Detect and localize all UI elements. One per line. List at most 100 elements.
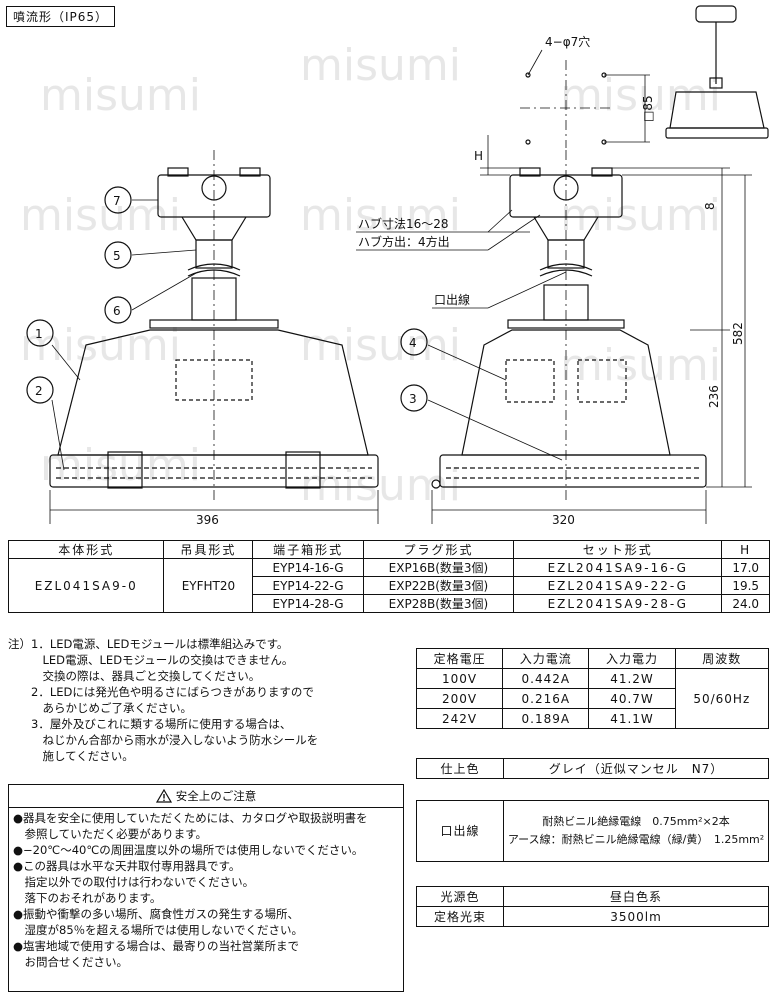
body-model: EZL041SA9-0 xyxy=(7,558,165,613)
note-line: 注）1．LED電源、LEDモジュールは標準組込みです。 xyxy=(8,637,289,651)
spec-header: 端子箱形式 xyxy=(252,540,364,559)
outlet-wire-line2: アース線：耐熱ビニル絶縁電線（緑/黄） 1.25mm² xyxy=(507,833,765,846)
table-row: EYP14-22-G EXP22B(数量3個) EZL2041SA9-22-G … xyxy=(9,576,770,595)
safety-line: ●この器具は水平な天井取付専用器具です。 xyxy=(13,859,241,873)
hanger-model: EYFHT20 xyxy=(163,558,254,613)
warning-icon xyxy=(155,789,172,803)
safety-line: 参照していただく必要があります。 xyxy=(13,827,208,841)
svg-text:misumi: misumi xyxy=(300,320,461,371)
outlet-label: 口出線 xyxy=(434,292,470,307)
product-photo xyxy=(665,5,769,139)
color-value: 昼白色系 xyxy=(503,886,769,907)
callout-5: 5 xyxy=(113,249,121,263)
safety-header: 安全上のご注意 xyxy=(9,785,403,808)
finish-table: 仕上色 グレイ（近似マンセル N7） xyxy=(416,758,769,779)
svg-text:misumi: misumi xyxy=(20,190,181,241)
callout-1: 1 xyxy=(35,327,43,341)
power: 41.1W xyxy=(588,708,676,729)
table-row: 242V 0.189A 41.1W xyxy=(415,708,769,729)
hub-dir-label: ハブ方出：4方出 xyxy=(358,234,450,249)
safety-line: 落下のおそれがあります。 xyxy=(13,891,162,905)
light-table: 光源色 昼白色系 定格光束 3500lm xyxy=(416,886,769,927)
note-line: LED電源、LEDモジュールの交換はできません。 xyxy=(8,653,294,667)
frequency: 50/60Hz xyxy=(674,668,770,729)
note-line: 施してください。 xyxy=(8,749,134,763)
callout-6: 6 xyxy=(113,304,121,318)
note-line: 交換の際は、器具ごと交換してください。 xyxy=(8,669,261,683)
finish-label: 仕上色 xyxy=(416,758,504,779)
elec-header: 入力電流 xyxy=(502,648,590,669)
table-row: EYP14-28-G EXP28B(数量3個) EZL2041SA9-28-G … xyxy=(9,594,770,613)
power: 40.7W xyxy=(588,688,676,709)
current: 0.442A xyxy=(502,668,590,689)
svg-text:misumi: misumi xyxy=(300,460,461,511)
color-label: 光源色 xyxy=(416,886,504,907)
dim-396: 396 xyxy=(196,513,219,527)
svg-text:misumi: misumi xyxy=(300,190,461,241)
spec-header: 吊具形式 xyxy=(163,540,254,559)
spec-header: セット形式 xyxy=(513,540,723,559)
h-label: H xyxy=(474,149,483,163)
callout-7: 7 xyxy=(113,194,121,208)
set-model: EZL2041SA9-16-G xyxy=(513,558,723,577)
left-fixture xyxy=(49,150,379,500)
outlet-wire-label: 口出線 xyxy=(416,800,504,862)
current: 0.189A xyxy=(502,708,590,729)
callout-3: 3 xyxy=(409,392,417,406)
elec-header: 周波数 xyxy=(674,648,770,669)
note-line: あらかじめご了承ください。 xyxy=(8,701,192,715)
svg-text:misumi: misumi xyxy=(560,70,721,121)
note-line: 3．屋外及びこれに類する場所に使用する場合は、 xyxy=(8,717,292,731)
set-model: EZL2041SA9-22-G xyxy=(513,576,723,595)
set-model: EZL2041SA9-28-G xyxy=(513,594,723,613)
terminal-model: EYP14-28-G xyxy=(252,594,364,613)
safety-box: 安全上のご注意 ●器具を安全に使用していただくためには、カタログや取扱説明書を … xyxy=(8,784,404,992)
plug-model: EXP28B(数量3個) xyxy=(362,594,515,613)
watermark: misumi misumi misumi misumi misumi misum… xyxy=(20,40,721,511)
outlet-wire-line1: 耐熱ビニル絶縁電線 0.75mm²×2本 xyxy=(542,815,730,828)
safety-line: ●−20℃〜40℃の周囲温度以外の場所では使用しないでください。 xyxy=(13,843,364,857)
callout-2: 2 xyxy=(35,384,43,398)
svg-text:misumi: misumi xyxy=(40,70,201,121)
table-row: 100V 0.442A 41.2W 50/60Hz xyxy=(415,668,770,729)
svg-text:misumi: misumi xyxy=(300,40,461,91)
h-value: 17.0 xyxy=(721,558,770,577)
square85-label: □85 xyxy=(641,95,655,122)
svg-text:misumi: misumi xyxy=(560,190,721,241)
right-fixture xyxy=(431,150,707,500)
elec-header: 定格電圧 xyxy=(415,648,504,669)
hole-pattern xyxy=(520,49,650,148)
safety-line: ●振動や衝撃の多い場所、腐食性ガスの発生する場所、 xyxy=(13,907,300,921)
leader-lines xyxy=(51,199,567,471)
technical-drawing: misumi misumi misumi misumi misumi misum… xyxy=(20,5,769,527)
dim-582: 582 xyxy=(731,322,745,345)
safety-line: 指定以外での取付けは行わないでください。 xyxy=(13,875,255,889)
terminal-model: EYP14-16-G xyxy=(252,558,364,577)
outlet-wire-spec: 耐熱ビニル絶縁電線 0.75mm²×2本 アース線：耐熱ビニル絶縁電線（緑/黄）… xyxy=(503,800,769,862)
current: 0.216A xyxy=(502,688,590,709)
plug-model: EXP16B(数量3個) xyxy=(362,558,515,577)
plug-model: EXP22B(数量3個) xyxy=(362,576,515,595)
safety-line: ●器具を安全に使用していただくためには、カタログや取扱説明書を xyxy=(13,811,368,825)
spec-table: 本体形式 吊具形式 端子箱形式 プラグ形式 セット形式 H EZL041SA9-… xyxy=(7,540,770,613)
svg-text:misumi: misumi xyxy=(560,340,721,391)
page-title: 噴流形（IP65） xyxy=(6,6,116,27)
callout-4: 4 xyxy=(409,336,417,350)
elec-header: 入力電力 xyxy=(588,648,676,669)
holes-label: 4−φ7穴 xyxy=(545,34,590,49)
flux-label: 定格光束 xyxy=(416,906,504,927)
h-value: 24.0 xyxy=(721,594,770,613)
terminal-model: EYP14-22-G xyxy=(252,576,364,595)
table-row: EZL041SA9-0 EYFHT20 EYP14-16-G EXP16B(数量… xyxy=(7,558,770,613)
voltage: 200V xyxy=(415,688,504,709)
finish-value: グレイ（近似マンセル N7） xyxy=(503,758,769,779)
safety-line: 湿度が85％を超える場所では使用しないでください。 xyxy=(13,923,303,937)
dim-320: 320 xyxy=(552,513,575,527)
electrical-table: 定格電圧 入力電流 入力電力 周波数 100V 0.442A 41.2W 50/… xyxy=(415,648,770,729)
h-value: 19.5 xyxy=(721,576,770,595)
outlet-table: 口出線 耐熱ビニル絶縁電線 0.75mm²×2本 アース線：耐熱ビニル絶縁電線（… xyxy=(416,800,769,862)
spec-header: H xyxy=(721,540,770,559)
power: 41.2W xyxy=(588,668,676,689)
dim-236: 236 xyxy=(707,385,721,408)
safety-line: ●塩害地域で使用する場合は、最寄りの当社営業所まで xyxy=(13,939,300,953)
